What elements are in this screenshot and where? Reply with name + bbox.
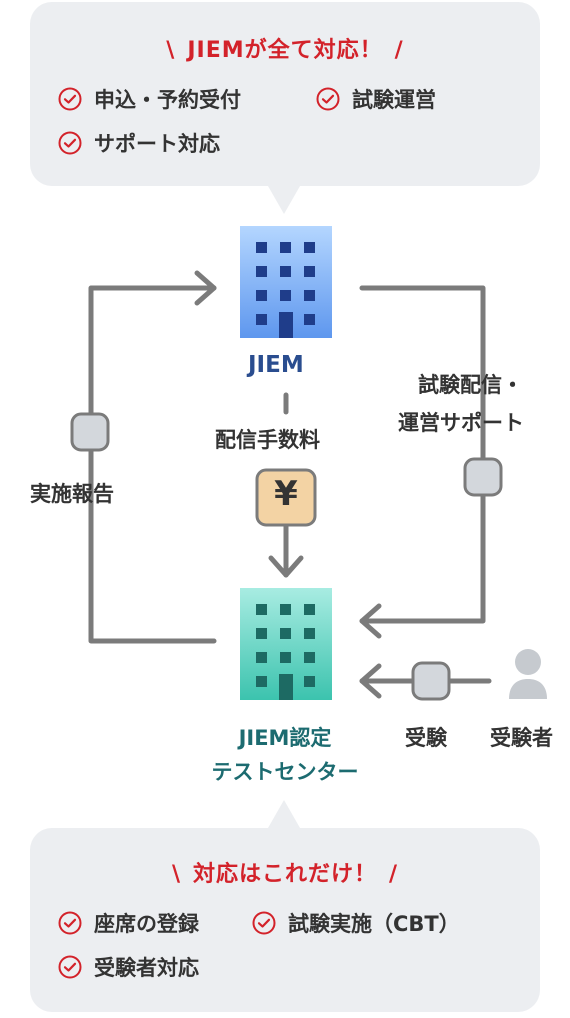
check-circle-icon [58,131,82,155]
check-circle-icon [58,87,82,111]
top-callout-tail [268,186,300,214]
slash-left-icon: \ [171,862,181,887]
fee-arrowhead [268,555,304,578]
check-circle-icon [58,911,82,935]
bottom-callout: \対応はこれだけ！/ 座席の登録 試験実施（CBT） 受験者対応 [30,828,540,1012]
bottom-item-exam-cbt: 試験実施（CBT） [252,908,460,938]
check-circle-icon [58,955,82,979]
report-node [70,412,110,452]
support-label-line1: 試験配信・ [418,373,523,397]
bottom-callout-tail [268,800,300,828]
bottom-item-examinee-support: 受験者対応 [58,952,199,982]
report-label: 実施報告 [30,482,114,506]
bottom-callout-headline: \対応はこれだけ！/ [171,862,399,887]
exam-label: 受験 [405,726,447,750]
examinee-person-icon [509,649,547,699]
support-label-line2: 運営サポート [398,411,524,435]
report-line [88,285,217,644]
slash-left-icon: \ [166,38,176,63]
exam-arrowhead [359,663,382,699]
slash-right-icon: / [389,862,399,887]
top-item-support: サポート対応 [58,128,220,158]
fee-box [255,468,317,527]
top-item-exam-operation: 試験運営 [316,84,436,114]
examinee-label: 受験者 [490,726,553,750]
top-callout: \JIEMが全て対応！/ 申込・予約受付 試験運営 サポート対応 [30,2,540,186]
center-label-line1: JIEM認定 [238,726,332,750]
fee-label: 配信手数料 [213,424,322,454]
report-arrowhead [194,270,217,306]
slash-right-icon: / [394,38,404,63]
top-item-application: 申込・予約受付 [58,84,241,114]
check-circle-icon [316,87,340,111]
yen-icon: ¥ [274,474,298,514]
jiem-label: JIEM [248,352,304,378]
top-callout-headline: \JIEMが全て対応！/ [166,38,404,63]
support-node [463,457,503,497]
bottom-item-seat-registration: 座席の登録 [58,908,199,938]
test-center-building-icon [240,588,332,700]
jiem-building-icon [240,226,332,338]
check-circle-icon [252,911,276,935]
support-line [359,285,486,624]
support-arrowhead [359,603,382,639]
center-label-line2: テストセンター [211,760,359,784]
exam-node [411,661,451,701]
